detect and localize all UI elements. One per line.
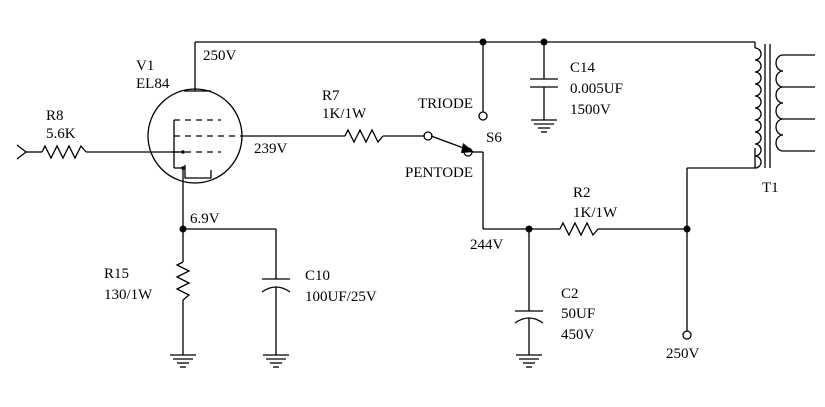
r15-ground bbox=[170, 354, 196, 368]
v1-ref-label: V1 bbox=[136, 58, 154, 74]
r2-value-label: 1K/1W bbox=[573, 205, 618, 221]
c2-ground bbox=[516, 354, 542, 368]
c10-value-label: 100UF/25V bbox=[305, 289, 377, 305]
c14-value-label: 0.005UF bbox=[570, 81, 623, 97]
t1-ref-label: T1 bbox=[762, 180, 779, 196]
t1-transformer bbox=[687, 42, 815, 169]
c10-ref-label: C10 bbox=[305, 268, 330, 284]
supply-terminal bbox=[682, 330, 692, 340]
r15-resistor bbox=[175, 261, 191, 301]
r8-value-label: 5.6K bbox=[46, 126, 76, 142]
r2-resistor bbox=[559, 221, 599, 237]
s6-ref-label: S6 bbox=[486, 130, 502, 146]
r15-value-label: 130/1W bbox=[104, 287, 153, 303]
r8-resistor bbox=[41, 144, 87, 160]
c10-ground bbox=[263, 354, 289, 368]
screen-voltage-label: 239V bbox=[254, 141, 288, 157]
s6-triode-label: TRIODE bbox=[418, 96, 473, 112]
c14-rating-label: 1500V bbox=[570, 102, 611, 118]
c10-capacitor bbox=[261, 229, 291, 355]
cathode-voltage-label: 6.9V bbox=[190, 211, 220, 227]
r8-ref-label: R8 bbox=[46, 108, 64, 124]
c2-ref-label: C2 bbox=[561, 286, 579, 302]
node-244-voltage-label: 244V bbox=[470, 237, 504, 253]
r2-ref-label: R2 bbox=[573, 185, 591, 201]
r7-value-label: 1K/1W bbox=[322, 106, 367, 122]
s6-pentode-label: PENTODE bbox=[405, 165, 473, 181]
c2-rating-label: 450V bbox=[561, 327, 595, 343]
c14-ground bbox=[531, 119, 557, 133]
r7-resistor bbox=[344, 128, 384, 144]
c14-capacitor bbox=[530, 42, 558, 120]
s6-switch bbox=[423, 111, 488, 157]
r7-ref-label: R7 bbox=[322, 88, 340, 104]
c2-value-label: 50UF bbox=[561, 306, 595, 322]
supply-voltage-label: 250V bbox=[666, 346, 700, 362]
input-terminal bbox=[16, 144, 28, 160]
r15-ref-label: R15 bbox=[104, 266, 129, 282]
c14-ref-label: C14 bbox=[570, 60, 596, 76]
plate-voltage-label: 250V bbox=[203, 48, 237, 64]
c2-capacitor bbox=[514, 229, 544, 355]
v1-type-label: EL84 bbox=[136, 76, 170, 92]
